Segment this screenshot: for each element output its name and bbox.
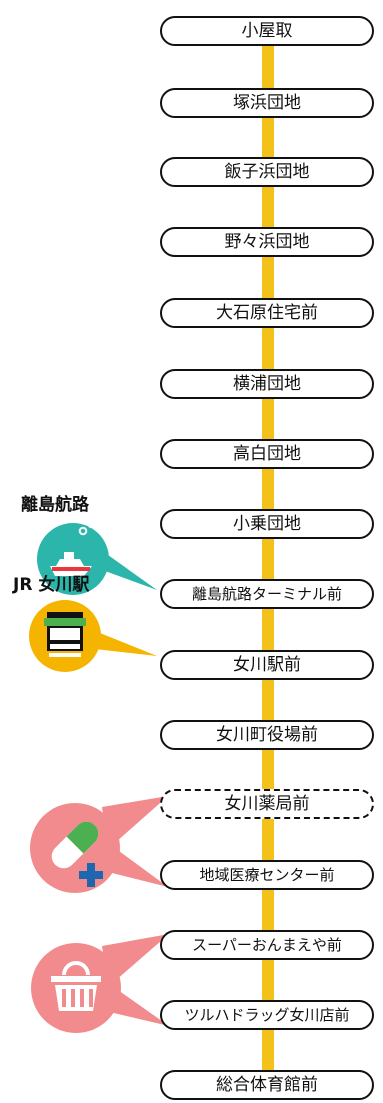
ferry-icon (37, 521, 157, 595)
stop-nonohama-danchi[interactable]: 野々浜団地 (160, 227, 374, 257)
stop-medical-center-mae[interactable]: 地域医療センター前 (160, 860, 374, 890)
stop-koyatori[interactable]: 小屋取 (160, 16, 374, 46)
jr-station-label: JR 女川駅 (13, 575, 90, 595)
stop-onagawa-eki-mae[interactable]: 女川駅前 (160, 650, 374, 680)
stop-ooishihara-jutaku-mae[interactable]: 大石原住宅前 (160, 298, 374, 328)
stop-sogo-taiikukan-mae[interactable]: 総合体育館前 (160, 1070, 374, 1100)
train-icon (29, 600, 157, 672)
stop-tsuruha-drug-mae[interactable]: ツルハドラッグ女川店前 (160, 1000, 374, 1030)
stop-konori-danchi[interactable]: 小乗団地 (160, 509, 374, 539)
stop-onagawa-yakkyoku-mae[interactable]: 女川薬局前 (160, 789, 374, 819)
stop-tsukahama-danchi[interactable]: 塚浜団地 (160, 88, 374, 118)
stop-ferry-terminal-mae[interactable]: 離島航路ターミナル前 (160, 579, 374, 609)
ferry-route-label: 離島航路 (21, 495, 89, 515)
stop-super-onmaeya-mae[interactable]: スーパーおんまえや前 (160, 930, 374, 960)
stop-onagawa-town-hall-mae[interactable]: 女川町役場前 (160, 720, 374, 750)
stop-yokoura-danchi[interactable]: 横浦団地 (160, 369, 374, 399)
stop-takashiro-danchi[interactable]: 高白団地 (160, 439, 374, 469)
pill-icon (30, 796, 168, 893)
shopping-basket-icon (31, 934, 169, 1033)
route-line (262, 42, 274, 1082)
stop-iigohama-danchi[interactable]: 飯子浜団地 (160, 157, 374, 187)
